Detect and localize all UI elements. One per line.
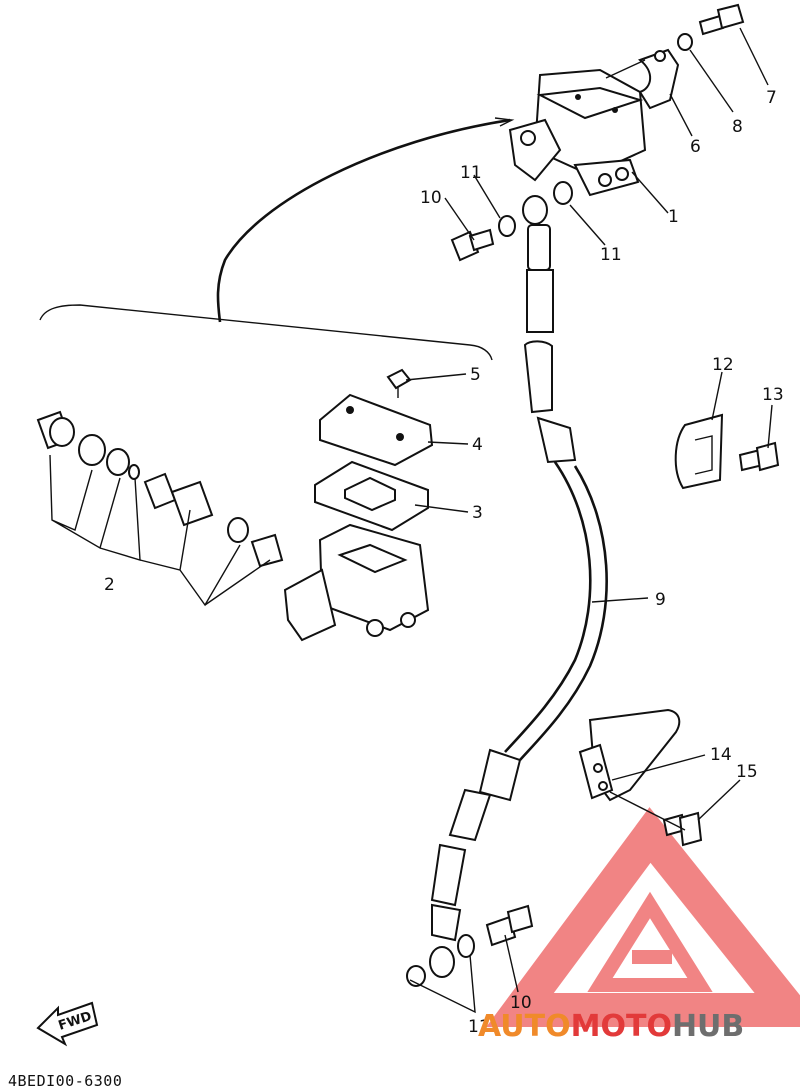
group-bracket	[39, 304, 493, 361]
master-cylinder-lower	[283, 523, 430, 642]
forward-direction-arrow: FWD	[36, 1001, 99, 1047]
union-bolt-upper	[450, 228, 495, 262]
washer-11-right	[553, 181, 573, 205]
piston-kit-2	[36, 410, 284, 568]
callout-1: 1	[668, 207, 679, 227]
callout-13: 13	[762, 385, 784, 405]
leader-lines	[49, 27, 773, 1014]
reference-curve	[216, 118, 511, 323]
handlebar-clamp	[637, 48, 680, 110]
callout-15: 15	[736, 762, 758, 782]
callout-8: 8	[732, 117, 743, 137]
watermark-auto: AUTO	[478, 1009, 571, 1044]
callout-14: 14	[710, 745, 732, 765]
watermark-wordmark: AUTOMOTOHUB	[478, 1009, 744, 1044]
callout-2: 2	[104, 575, 115, 595]
callout-12: 12	[712, 355, 734, 375]
callout-11-upper-right: 11	[600, 245, 622, 265]
callout-11-upper-left: 11	[460, 163, 482, 183]
callout-5: 5	[470, 365, 481, 385]
callout-3: 3	[472, 503, 483, 523]
watermark-moto: MOTO	[571, 1009, 672, 1044]
union-bolt-lower	[485, 904, 534, 947]
callout-4: 4	[472, 435, 483, 455]
svg-text:AUTOMOTOHUB: AUTOMOTOHUB	[478, 1009, 744, 1044]
hose-bracket-14	[578, 708, 681, 802]
callout-10-lower: 10	[510, 993, 532, 1013]
callout-11-lower: 11	[468, 1017, 490, 1037]
diaphragm-3	[314, 460, 429, 532]
brake-hose	[429, 195, 608, 978]
callout-10-upper: 10	[420, 188, 442, 208]
washer-11-lower-a	[457, 934, 475, 958]
washer-8	[677, 33, 693, 51]
watermark-logo	[486, 807, 800, 1027]
callout-9: 9	[655, 590, 666, 610]
callouts: 1 2 3 4 5 6 7 8 9 10 10 11 11 11 12 13 1…	[104, 88, 784, 1037]
callout-6: 6	[690, 137, 701, 157]
logo-triangle-inner	[587, 891, 713, 992]
bolt-7	[698, 3, 745, 36]
reservoir-cap-4	[319, 393, 434, 467]
drawing-code: 4BEDI00-6300	[8, 1072, 122, 1090]
screw-5	[386, 368, 412, 398]
watermark-hub: HUB	[672, 1009, 744, 1044]
callout-7: 7	[766, 88, 777, 108]
bolt-13	[738, 441, 780, 472]
master-cylinder-upper	[508, 68, 647, 197]
washer-11-left	[498, 215, 516, 237]
logo-triangle-outer	[486, 807, 800, 1027]
hose-clip-12	[674, 413, 724, 490]
